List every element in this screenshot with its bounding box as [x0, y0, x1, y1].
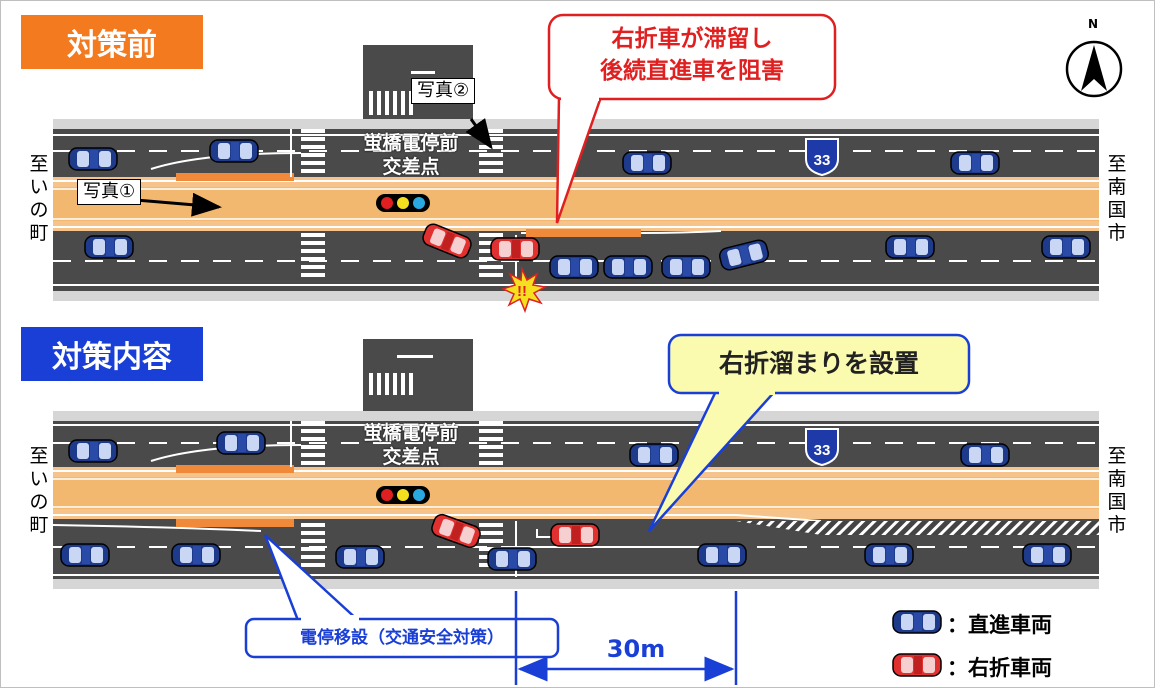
straight-car — [950, 151, 1000, 175]
after-intersection-label: 蛍橋電停前 交差点 — [363, 422, 459, 468]
after-to-east: 至 南国市 — [1107, 445, 1127, 536]
legend-right-turn-label: ：右折車両 — [947, 656, 1052, 680]
straight-car — [960, 443, 1010, 467]
straight-car — [622, 151, 672, 175]
straight-car — [1041, 235, 1091, 259]
after-road — [52, 339, 1099, 589]
straight-car — [68, 439, 118, 463]
after-from-west: 至 いの町 — [29, 445, 49, 536]
before-road: !! — [53, 45, 1099, 314]
straight-car — [603, 255, 653, 279]
legend-right-turn-car-icon — [892, 653, 942, 677]
photo2-label: 写真② — [411, 78, 476, 104]
straight-car — [209, 139, 259, 163]
before-callout-text: 右折車が滞留し 後続直進車を阻害 — [600, 26, 784, 84]
photo2-arrow — [465, 118, 493, 150]
straight-car — [885, 235, 935, 259]
traffic-signal-icon — [376, 194, 430, 212]
right-turn-car — [550, 523, 600, 547]
stop-relocation-callout-text: 電停移設（交通安全対策） — [300, 628, 504, 648]
straight-car — [549, 255, 599, 279]
route-33-icon — [805, 138, 839, 176]
photo1-label: 写真① — [77, 179, 142, 205]
callout-red-box — [547, 13, 837, 101]
legend-straight-label: ：直進車両 — [947, 613, 1052, 637]
straight-car — [171, 543, 221, 567]
straight-car — [68, 147, 118, 171]
straight-car — [60, 543, 110, 567]
compass-label: N — [1088, 17, 1099, 31]
right-turn-car — [490, 237, 540, 261]
callout-yellow-box — [667, 333, 971, 395]
straight-car — [697, 543, 747, 567]
collision-mark: !! — [517, 283, 527, 300]
distance-marker — [514, 591, 738, 685]
straight-car — [84, 235, 134, 259]
collision-burst-icon — [500, 266, 548, 314]
straight-car — [1022, 543, 1072, 567]
straight-car — [487, 547, 537, 571]
callout-blue-box — [244, 617, 560, 659]
straight-car — [335, 545, 385, 569]
compass-icon — [1065, 40, 1123, 98]
before-header: 対策前 — [21, 15, 203, 69]
before-intersection-label: 蛍橋電停前 交差点 — [363, 132, 459, 178]
straight-car — [216, 431, 266, 455]
before-to-east: 至 南国市 — [1107, 153, 1127, 244]
straight-car — [864, 543, 914, 567]
legend-straight-car-icon — [892, 610, 942, 634]
straight-car — [629, 443, 679, 467]
after-header: 対策内容 — [21, 327, 203, 381]
before-from-west: 至 いの町 — [29, 153, 49, 244]
route-33-icon — [805, 428, 839, 466]
distance-label: 30m — [606, 635, 666, 663]
traffic-signal-icon — [376, 486, 430, 504]
turn-lane-callout-text: 右折溜まりを設置 — [718, 349, 919, 378]
straight-car — [661, 255, 711, 279]
